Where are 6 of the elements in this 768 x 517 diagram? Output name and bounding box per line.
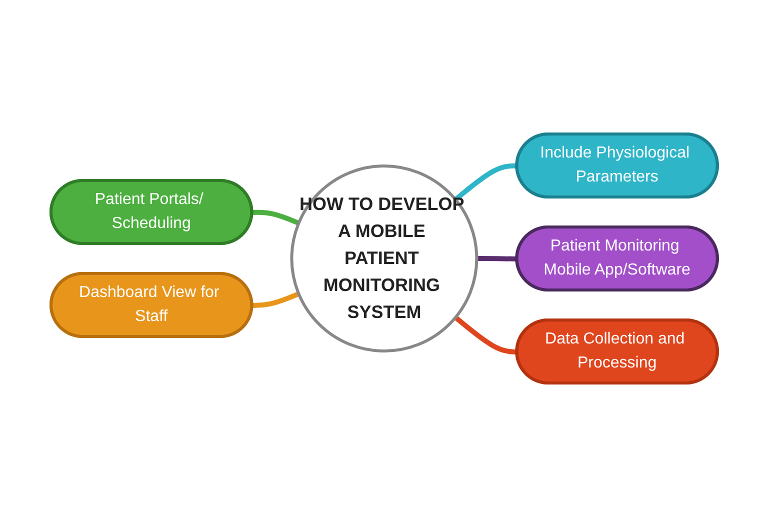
connector [454, 316, 518, 354]
connector [252, 292, 300, 308]
connector [252, 210, 300, 226]
connector [476, 256, 518, 262]
node-circle: HOW TO DEVELOP A MOBILE PATIENT MONITORING SYSTEM [290, 164, 478, 352]
connector [454, 163, 518, 202]
